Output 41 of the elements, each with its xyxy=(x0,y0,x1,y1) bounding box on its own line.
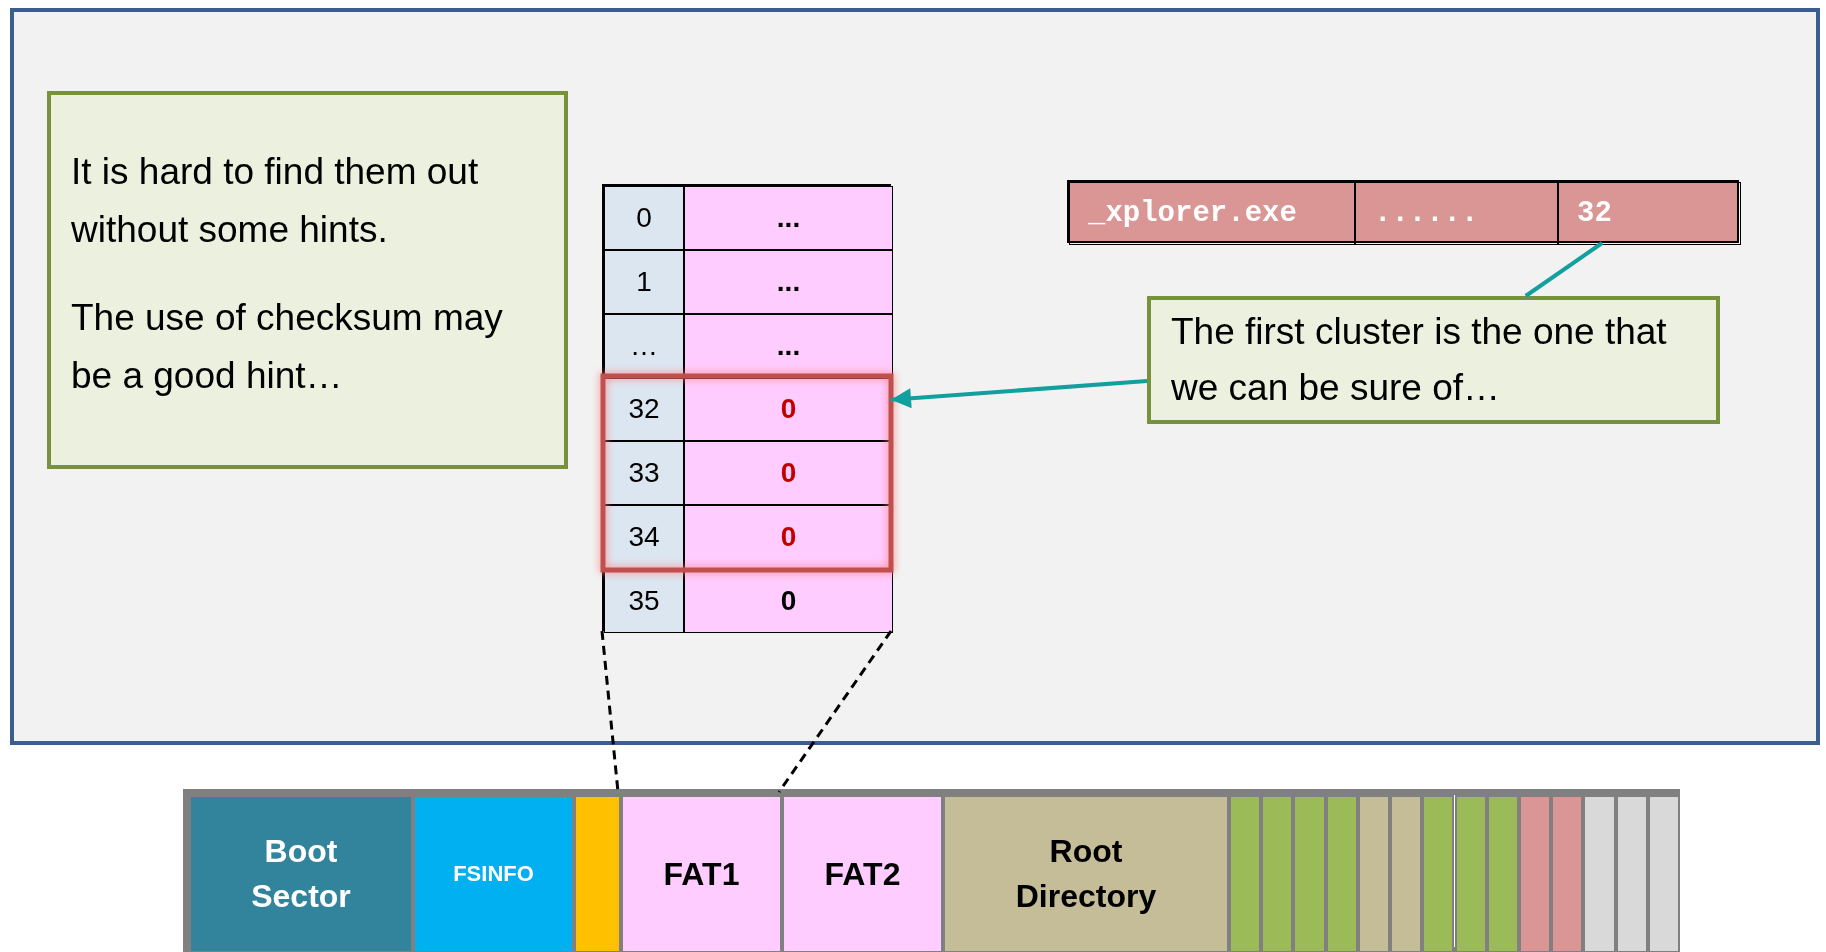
zoom-line xyxy=(777,630,893,793)
arrow xyxy=(890,379,1148,409)
leader-line xyxy=(1524,241,1604,298)
disk-cluster xyxy=(1229,795,1262,952)
directory-entry xyxy=(1067,180,1739,243)
disk-cluster xyxy=(1357,795,1391,952)
disk-cluster xyxy=(1325,795,1358,952)
disk-cluster xyxy=(1422,795,1455,952)
callout-box xyxy=(1147,296,1720,424)
fat-table xyxy=(602,184,891,631)
disk-region: FSINFO xyxy=(413,795,574,952)
entry-field: _xplorer.exe xyxy=(1069,182,1355,245)
fat-entry: ... xyxy=(684,249,893,314)
disk-cluster xyxy=(1486,795,1519,952)
note-box xyxy=(47,91,568,469)
callout-text: The first cluster is the one that we can be sure of… xyxy=(1171,310,1668,410)
cluster-number: 32 xyxy=(604,377,684,442)
fat-entry: ... xyxy=(684,186,893,250)
note-text: The use of checksum may be a good hint… xyxy=(71,296,504,398)
cluster-number: 34 xyxy=(604,505,684,570)
disk-cluster xyxy=(1583,795,1616,952)
note-text: It is hard to find them out without some hints. xyxy=(71,150,480,252)
disk-cluster xyxy=(1647,795,1680,952)
disk-region: FAT2 xyxy=(782,795,943,952)
disk-cluster xyxy=(1390,795,1423,952)
disk-region: Boot Sector xyxy=(189,795,413,952)
disk-cluster xyxy=(1615,795,1648,952)
disk-region: Root Directory xyxy=(943,795,1229,952)
cluster-number: 1 xyxy=(604,249,684,314)
cluster-number: 0 xyxy=(604,186,684,250)
disk-cluster xyxy=(1454,795,1487,952)
cluster-number: 33 xyxy=(604,441,684,506)
entry-field: ...... xyxy=(1355,182,1558,245)
entry-field: 32 xyxy=(1558,182,1741,245)
disk-region: FAT1 xyxy=(621,795,782,952)
disk-cluster xyxy=(574,795,621,952)
disk-cluster xyxy=(1518,795,1552,952)
disk-cluster xyxy=(1551,795,1584,952)
disk-cluster xyxy=(1293,795,1326,952)
disk-layout-bar xyxy=(186,792,1677,950)
disk-cluster xyxy=(1261,795,1294,952)
